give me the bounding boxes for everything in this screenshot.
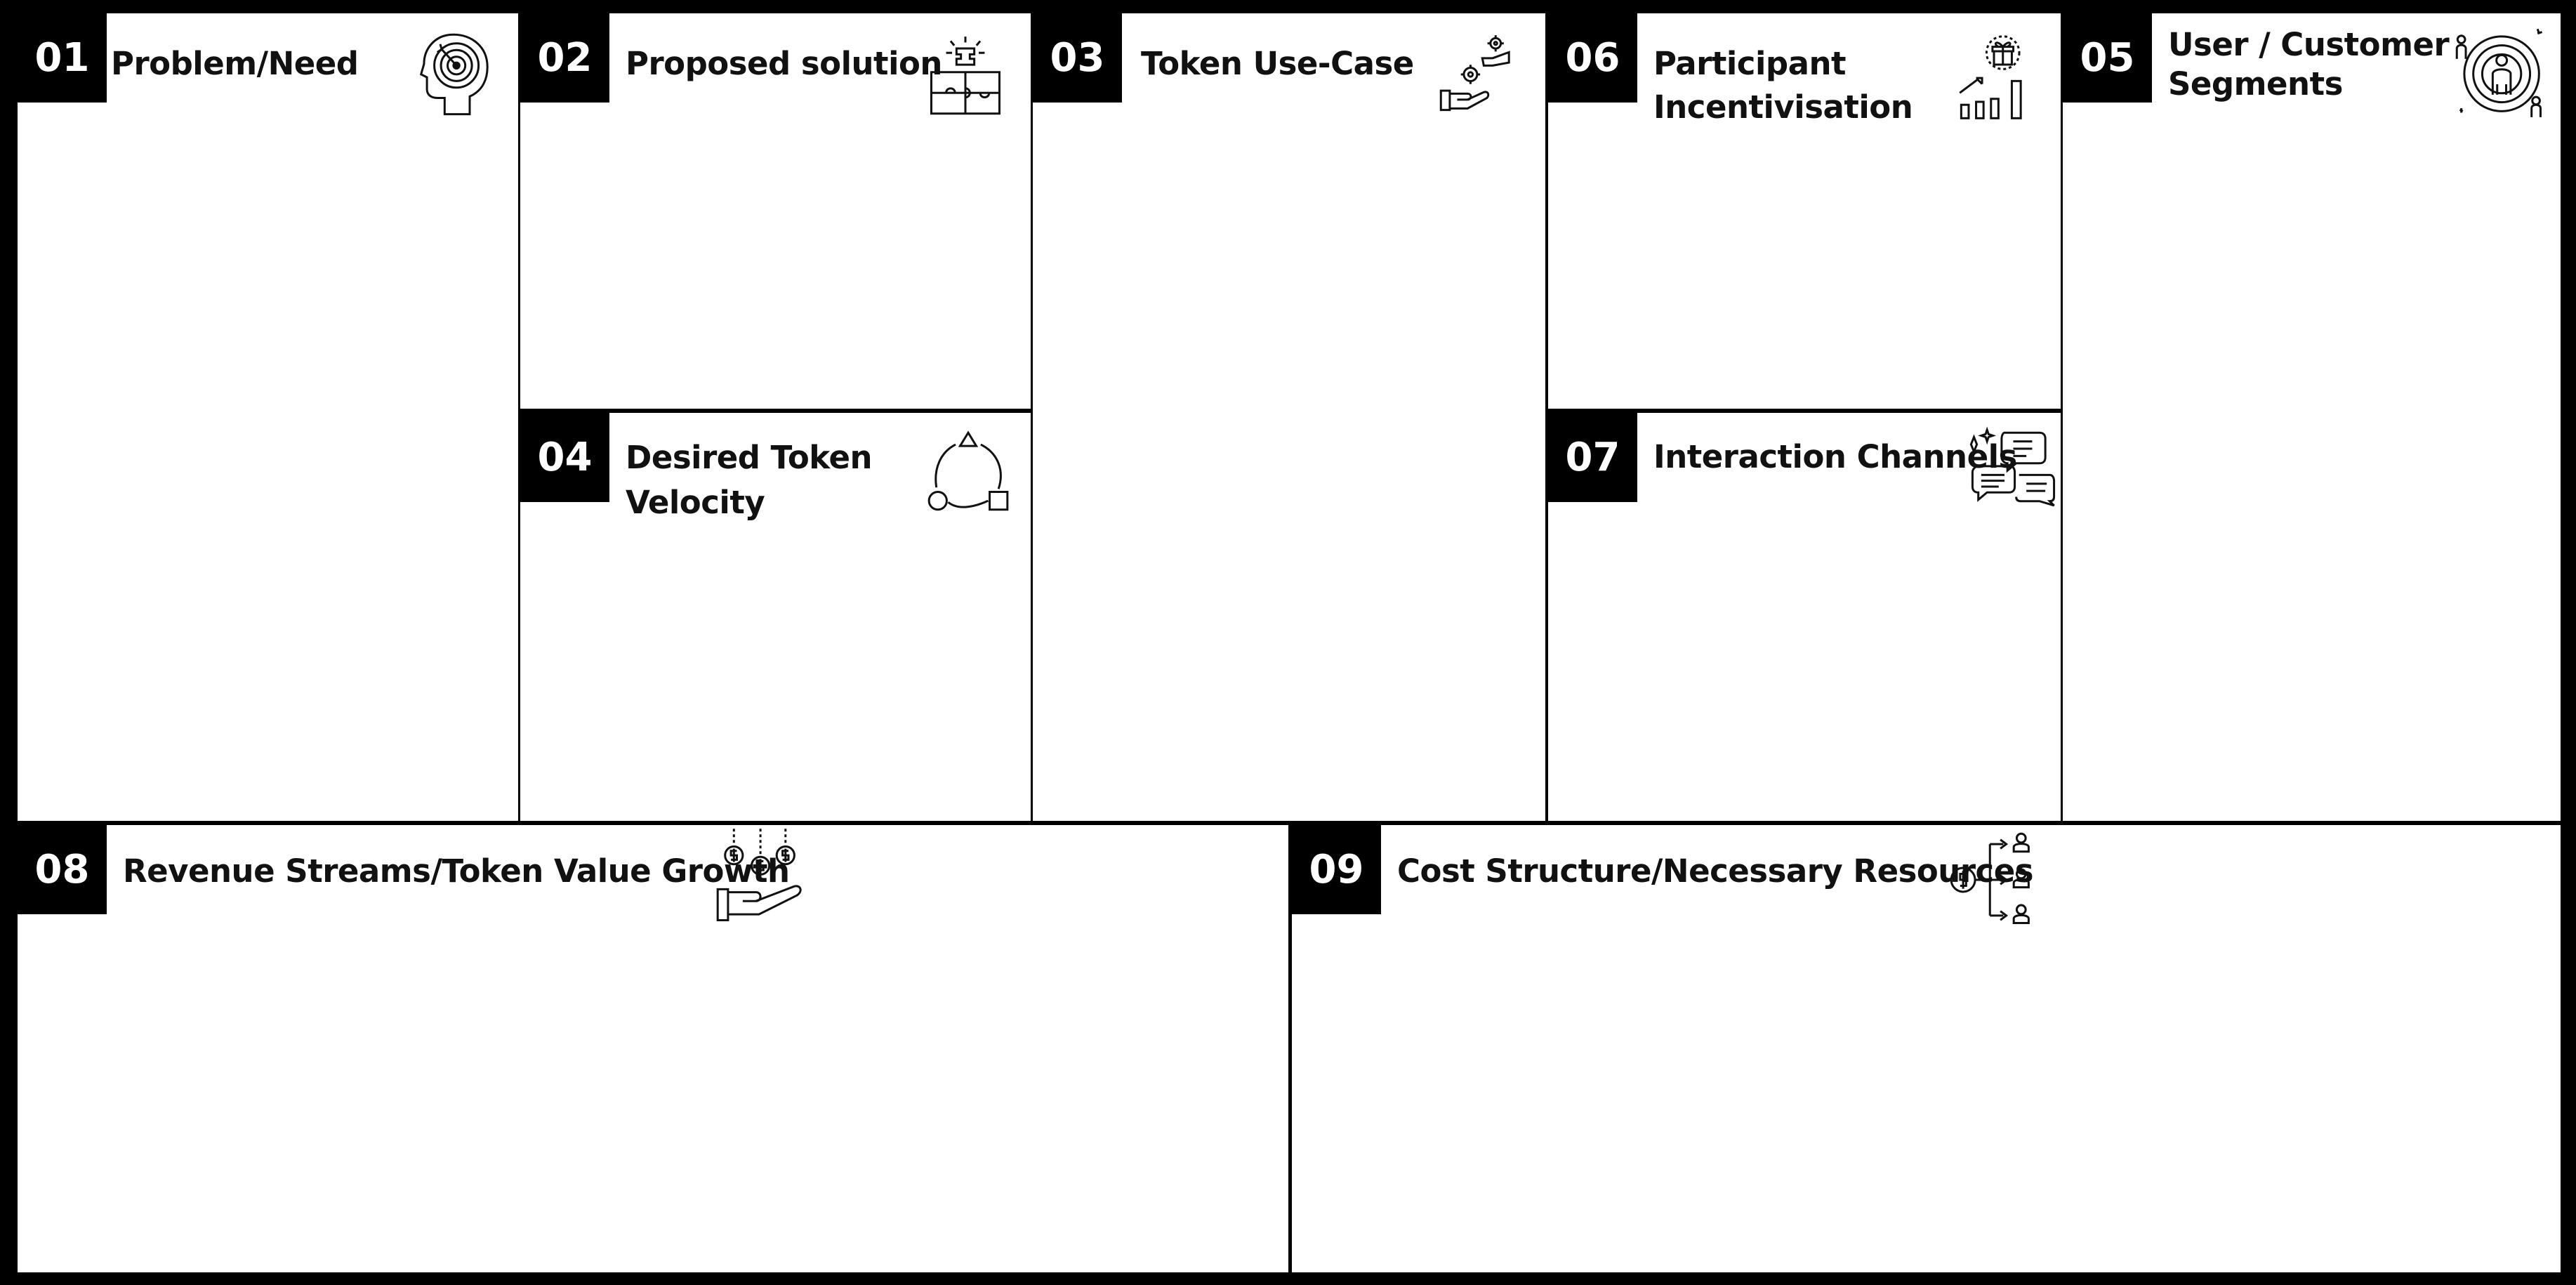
gift-growth-chart-icon xyxy=(1957,32,2031,121)
block-title-line: Velocity xyxy=(626,484,765,521)
block-number: 06 xyxy=(1548,13,1637,103)
block-title-line: Cost Structure/Necessary Resources xyxy=(1397,852,2034,890)
block-desired-token-velocity: 04 Desired Token Velocity xyxy=(520,413,1031,821)
block-title-line: Incentivisation xyxy=(1653,88,1913,126)
block-title: Token Use-Case xyxy=(1141,42,1414,86)
block-title-line: Proposed solution xyxy=(626,45,942,82)
block-number: 05 xyxy=(2063,13,2152,103)
block-title: Desired Token Velocity xyxy=(626,435,873,525)
block-cost-structure: 09 Cost Structure/Necessary Resources xyxy=(1292,825,2561,1272)
block-user-customer-segments: 05 User / Customer Segments xyxy=(2063,13,2561,821)
block-number: 08 xyxy=(18,825,107,914)
block-title-line: User / Customer xyxy=(2168,26,2450,63)
block-title-line: Revenue Streams/Token Value Growth xyxy=(123,852,790,890)
block-number: 01 xyxy=(18,13,107,103)
block-problem-need: 01 Problem/Need xyxy=(18,13,518,821)
block-title: Revenue Streams/Token Value Growth xyxy=(123,850,790,893)
block-revenue-streams: 08 Revenue Streams/Token Value Growth xyxy=(18,825,1288,1272)
block-title: Proposed solution xyxy=(626,42,942,86)
block-number: 07 xyxy=(1548,413,1637,502)
cost-distribution-icon xyxy=(1950,833,2036,926)
chat-bubbles-icon xyxy=(1969,428,2057,507)
block-title-line: Problem/Need xyxy=(111,45,359,82)
shapes-cycle-icon xyxy=(927,430,1009,513)
block-number: 03 xyxy=(1033,13,1122,103)
block-title: User / Customer Segments xyxy=(2168,25,2450,104)
block-token-use-case: 03 Token Use-Case xyxy=(1033,13,1545,821)
hand-gears-icon xyxy=(1438,33,1519,116)
block-title: Problem/Need xyxy=(111,42,359,86)
block-title: Interaction Channels xyxy=(1653,435,2017,479)
block-interaction-channels: 07 Interaction Channels xyxy=(1548,413,2061,821)
puzzle-lightbulb-icon xyxy=(928,35,1003,117)
block-title-line: Interaction Channels xyxy=(1653,438,2017,475)
hand-coins-icon xyxy=(715,829,803,923)
block-participant-incentivisation: 06 Participant Incentivisation xyxy=(1548,13,2061,409)
block-title-line: Desired Token xyxy=(626,439,873,476)
block-title-line: Segments xyxy=(2168,65,2343,103)
block-number: 02 xyxy=(520,13,609,103)
block-number: 04 xyxy=(520,413,609,502)
user-target-icon xyxy=(2455,26,2545,119)
block-proposed-solution: 02 Proposed solution xyxy=(520,13,1031,409)
block-title: Cost Structure/Necessary Resources xyxy=(1397,850,2034,893)
block-title: Participant Incentivisation xyxy=(1653,42,1913,129)
block-number: 09 xyxy=(1292,825,1381,914)
block-title-line: Participant xyxy=(1653,45,1847,82)
head-target-icon xyxy=(418,32,492,120)
block-title-line: Token Use-Case xyxy=(1141,45,1414,82)
